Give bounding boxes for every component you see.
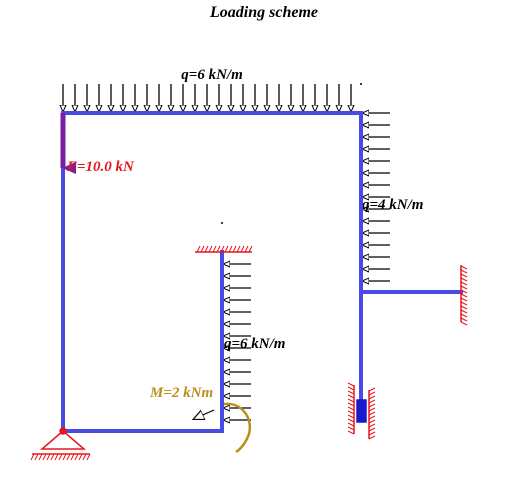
- inner-fixed-support-hatch: [196, 245, 253, 253]
- hatch-line: [74, 453, 79, 461]
- hatch-line: [42, 453, 47, 461]
- hatch-line: [347, 398, 355, 403]
- pinned-support: [30, 427, 91, 461]
- hatch-line: [368, 423, 376, 428]
- right-load-label: q=4 kN/m: [362, 197, 423, 213]
- hatch-line: [368, 407, 376, 412]
- diagram-title: Loading scheme: [209, 4, 318, 21]
- hatch-line: [220, 245, 225, 253]
- hatch-line: [460, 297, 468, 302]
- top-distributed-load: [63, 84, 351, 112]
- dot-marker: [360, 83, 362, 85]
- pin-triangle: [39, 430, 87, 450]
- right-distributed-load: [362, 113, 390, 281]
- hatch-line: [204, 245, 209, 253]
- hatch-line: [368, 431, 376, 436]
- hatch-line: [78, 453, 83, 461]
- hatch-line: [460, 301, 468, 306]
- hatch-line: [82, 453, 87, 461]
- hatch-line: [347, 386, 355, 391]
- hatch-line: [347, 430, 355, 435]
- hatch-line: [30, 453, 35, 461]
- frame: [61, 111, 463, 433]
- hatch-line: [347, 394, 355, 399]
- hatch-line: [460, 273, 468, 278]
- hatch-line: [460, 317, 468, 322]
- hatch-line: [368, 395, 376, 400]
- hatch-line: [50, 453, 55, 461]
- hatch-line: [232, 245, 237, 253]
- hatch-line: [368, 419, 376, 424]
- hatch-line: [368, 427, 376, 432]
- slider-guide-hatch: [347, 382, 376, 440]
- hatch-line: [228, 245, 233, 253]
- hatch-line: [216, 245, 221, 253]
- hatch-line: [224, 245, 229, 253]
- dot-marker: [221, 222, 223, 224]
- hatch-line: [347, 422, 355, 427]
- inner-distributed-load: [223, 264, 251, 420]
- hatch-line: [200, 245, 205, 253]
- hatch-line: [347, 414, 355, 419]
- hatch-line: [460, 305, 468, 310]
- hatch-line: [212, 245, 217, 253]
- hatch-line: [460, 289, 468, 294]
- hatch-line: [460, 265, 468, 270]
- hatch-line: [460, 281, 468, 286]
- point-force-label: F=10.0 kN: [66, 159, 135, 175]
- hatch-line: [70, 453, 75, 461]
- right-fixed-support-hatch: [460, 265, 468, 326]
- hatch-line: [347, 390, 355, 395]
- hatch-line: [347, 410, 355, 415]
- top-load-label: q=6 kN/m: [181, 67, 242, 83]
- hatch-line: [368, 435, 376, 440]
- moment-label: M=2 kNm: [149, 385, 213, 401]
- hatch-line: [368, 387, 376, 392]
- hatch-line: [368, 399, 376, 404]
- hatch-line: [34, 453, 39, 461]
- hatch-line: [38, 453, 43, 461]
- hatch-line: [62, 453, 67, 461]
- inner-fixed-support: [195, 245, 253, 253]
- hatch-line: [347, 402, 355, 407]
- hatch-line: [347, 426, 355, 431]
- hatch-line: [460, 285, 468, 290]
- hatch-line: [368, 391, 376, 396]
- hatch-line: [347, 418, 355, 423]
- moment-arrowhead: [194, 410, 215, 419]
- hatch-line: [368, 411, 376, 416]
- hatch-line: [196, 245, 201, 253]
- hatch-line: [460, 309, 468, 314]
- hatch-line: [54, 453, 59, 461]
- sliding-support: [347, 382, 376, 440]
- hatch-line: [240, 245, 245, 253]
- hatch-line: [347, 406, 355, 411]
- hatch-line: [46, 453, 51, 461]
- hatch-line: [208, 245, 213, 253]
- hatch-line: [460, 313, 468, 318]
- hatch-line: [248, 245, 253, 253]
- hatch-line: [236, 245, 241, 253]
- hatch-line: [460, 269, 468, 274]
- hatch-line: [86, 453, 91, 461]
- hatch-line: [244, 245, 249, 253]
- moment-curve: [223, 402, 252, 454]
- hatch-line: [368, 415, 376, 420]
- hatch-line: [347, 382, 355, 387]
- pin-ground-hatch: [30, 453, 91, 461]
- hatch-line: [58, 453, 63, 461]
- hatch-line: [460, 321, 468, 326]
- inner-load-label: q=6 kN/m: [224, 336, 285, 352]
- hatch-line: [368, 403, 376, 408]
- slider-block: [356, 399, 367, 423]
- hatch-line: [66, 453, 71, 461]
- hatch-line: [460, 277, 468, 282]
- hatch-line: [460, 293, 468, 298]
- right-fixed-support: [460, 265, 468, 326]
